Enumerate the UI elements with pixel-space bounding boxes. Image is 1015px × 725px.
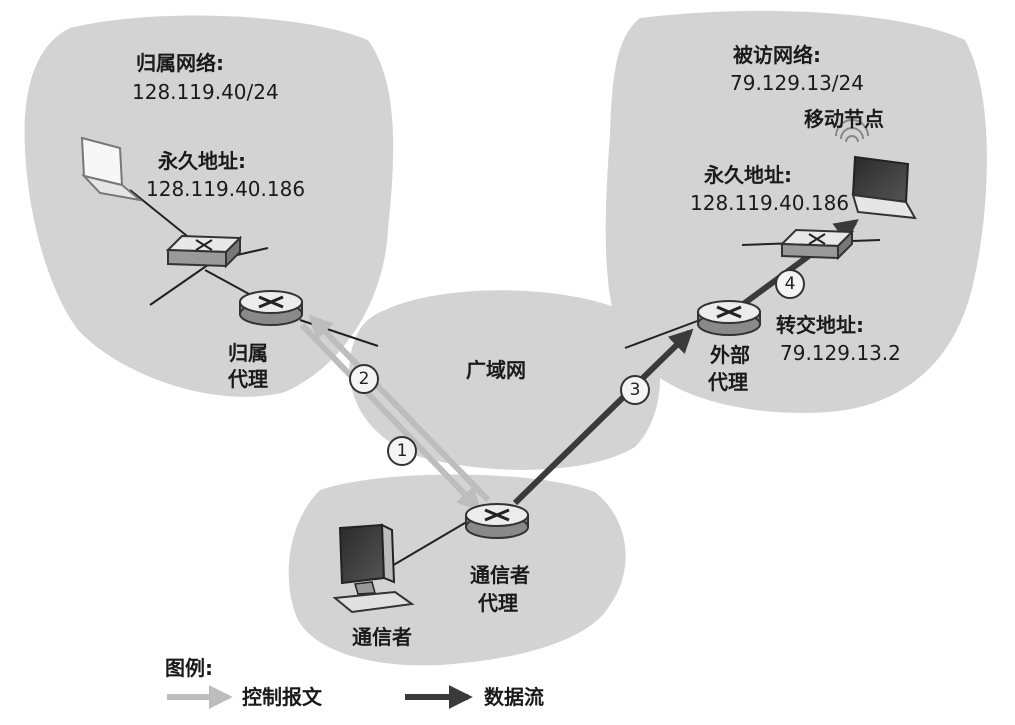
home-switch-stub-left [149,259,216,306]
correspondent-host-link [384,519,471,571]
legend-data-label: 数据流 [484,685,544,709]
home-permanent-address: 128.119.40.186 [146,177,306,201]
correspondent-agent-label-line1: 通信者 [470,563,530,587]
home-permanent-address-label: 永久地址: [158,149,246,173]
legend-title: 图例: [165,656,213,680]
step-marker-1: 1 [387,436,417,466]
mobile-node-laptop-icon [851,155,917,220]
foreign-agent-label-line2: 代理 [708,370,748,394]
wireless-signal-icon [835,119,869,143]
home-agent-label-line2: 代理 [228,367,268,391]
home-network-prefix: 128.119.40/24 [132,80,279,104]
home-router-icon [239,290,303,326]
mobile-node-label: 移动节点 [804,107,884,131]
foreign-router-icon [697,300,761,336]
home-agent-label-line1: 归属 [228,341,268,365]
visited-network-title: 被访网络: [733,43,821,67]
step-marker-3: 3 [620,375,650,405]
correspondent-host-label: 通信者 [352,625,412,649]
wan-label: 广域网 [466,358,526,382]
visited-switch-icon [779,228,855,261]
correspondent-network-cloud [288,474,626,666]
step-marker-2: 2 [349,364,379,394]
home-network-title: 归属网络: [136,51,224,75]
visited-permanent-address-label: 永久地址: [704,163,792,187]
visited-permanent-address: 128.119.40.186 [690,191,850,215]
correspondent-router-icon [465,503,529,539]
home-switch-icon [165,234,243,269]
care-of-address-label: 转交地址: [776,313,864,337]
step-marker-4: 4 [775,269,805,299]
home-laptop-icon [80,136,144,202]
wan-cloud [349,290,660,470]
home-laptop-link [129,189,193,241]
foreign-agent-label-line1: 外部 [710,343,750,367]
care-of-address: 79.129.13.2 [780,341,901,365]
control-arrow-2 [308,314,491,503]
correspondent-agent-label-line2: 代理 [478,591,518,615]
desktop-computer-icon [332,523,415,614]
control-arrow-1 [299,322,482,512]
data-arrow-3 [512,328,694,506]
legend-control-label: 控制报文 [242,685,322,709]
wan-foreign-router-link [624,319,701,349]
visited-network-prefix: 79.129.13/24 [730,71,864,95]
